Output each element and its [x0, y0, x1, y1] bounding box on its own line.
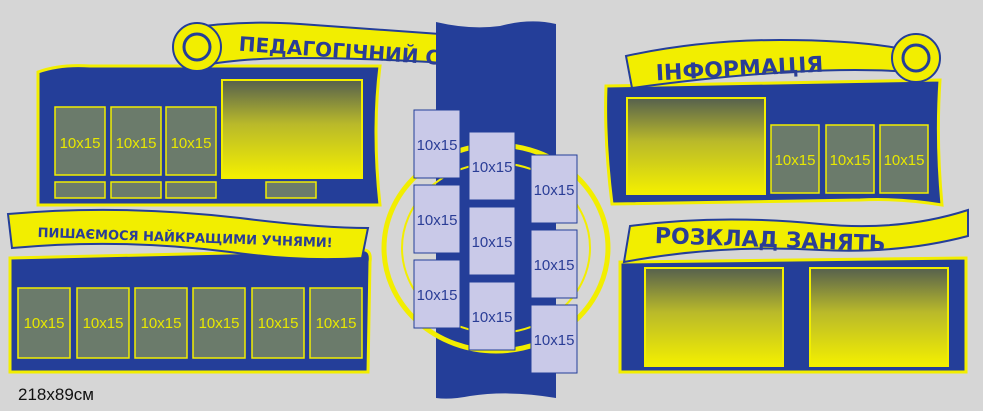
photo-size-label: 10x15 — [258, 315, 299, 332]
student-photo-pocket: 10x15 — [134, 287, 188, 359]
schedule-pocket — [644, 267, 784, 367]
photo-size-label: 10x15 — [472, 159, 513, 176]
schedule-pocket — [809, 267, 949, 367]
decorative-circle-inner — [182, 32, 212, 62]
center-photo-pocket: 10x15 — [413, 184, 461, 254]
stand-dimensions-label: 218x89см — [18, 385, 94, 404]
photo-size-label: 10x15 — [534, 257, 575, 274]
pedagogical-feature-pocket — [221, 79, 363, 179]
schedule-panel: РОЗКЛАД ЗАНЯТЬ — [618, 208, 969, 374]
center-photo-pocket: 10x15 — [468, 131, 516, 201]
photo-size-label: 10x15 — [472, 234, 513, 251]
center-photo-pocket: 10x15 — [530, 154, 578, 224]
photo-size-label: 10x15 — [830, 152, 871, 169]
best-students-panel: ПИШАЄМОСЯ НАЙКРАЩИМИ УЧНЯМИ! 10x15 10x15… — [6, 208, 372, 374]
photo-size-label: 10x15 — [141, 315, 182, 332]
student-photo-pocket: 10x15 — [192, 287, 246, 359]
student-photo-pocket: 10x15 — [251, 287, 305, 359]
student-photo-pocket: 10x15 — [17, 287, 71, 359]
information-panel: 10x15 10x15 10x15 ІНФОРМАЦІЯ — [604, 33, 944, 207]
center-photo-pocket: 10x15 — [530, 304, 578, 374]
photo-size-label: 10x15 — [417, 137, 458, 154]
name-plate — [54, 181, 106, 199]
name-plate — [265, 181, 317, 199]
name-plate — [110, 181, 162, 199]
center-photo-pocket: 10x15 — [530, 229, 578, 299]
photo-size-label: 10x15 — [116, 135, 157, 152]
student-photo-pocket: 10x15 — [76, 287, 130, 359]
center-photo-pocket: 10x15 — [413, 259, 461, 329]
information-photo-pocket: 10x15 — [825, 124, 875, 194]
photo-size-label: 10x15 — [316, 315, 357, 332]
photo-size-label: 10x15 — [472, 309, 513, 326]
center-photo-pocket: 10x15 — [468, 281, 516, 351]
photo-size-label: 10x15 — [534, 332, 575, 349]
photo-size-label: 10x15 — [417, 212, 458, 229]
information-photo-pocket: 10x15 — [770, 124, 820, 194]
photo-size-label: 10x15 — [199, 315, 240, 332]
decorative-circle-inner — [901, 43, 931, 73]
pedagogical-photo-pocket: 10x15 — [54, 106, 106, 176]
center-photo-pocket: 10x15 — [413, 109, 461, 179]
pedagogical-photo-pocket: 10x15 — [165, 106, 217, 176]
name-plate — [165, 181, 217, 199]
information-photo-pocket: 10x15 — [879, 124, 929, 194]
photo-size-label: 10x15 — [83, 315, 124, 332]
photo-size-label: 10x15 — [884, 152, 925, 169]
center-photo-pocket: 10x15 — [468, 206, 516, 276]
best-students-banner — [6, 208, 370, 261]
photo-size-label: 10x15 — [171, 135, 212, 152]
schedule-banner — [622, 208, 969, 264]
center-panel: 10x15 10x15 10x15 10x15 10x15 10x15 10x1… — [381, 21, 611, 399]
photo-size-label: 10x15 — [534, 182, 575, 199]
information-feature-pocket — [626, 97, 766, 195]
student-photo-pocket: 10x15 — [309, 287, 363, 359]
photo-size-label: 10x15 — [24, 315, 65, 332]
photo-size-label: 10x15 — [775, 152, 816, 169]
photo-size-label: 10x15 — [60, 135, 101, 152]
pedagogical-photo-pocket: 10x15 — [110, 106, 162, 176]
photo-size-label: 10x15 — [417, 287, 458, 304]
